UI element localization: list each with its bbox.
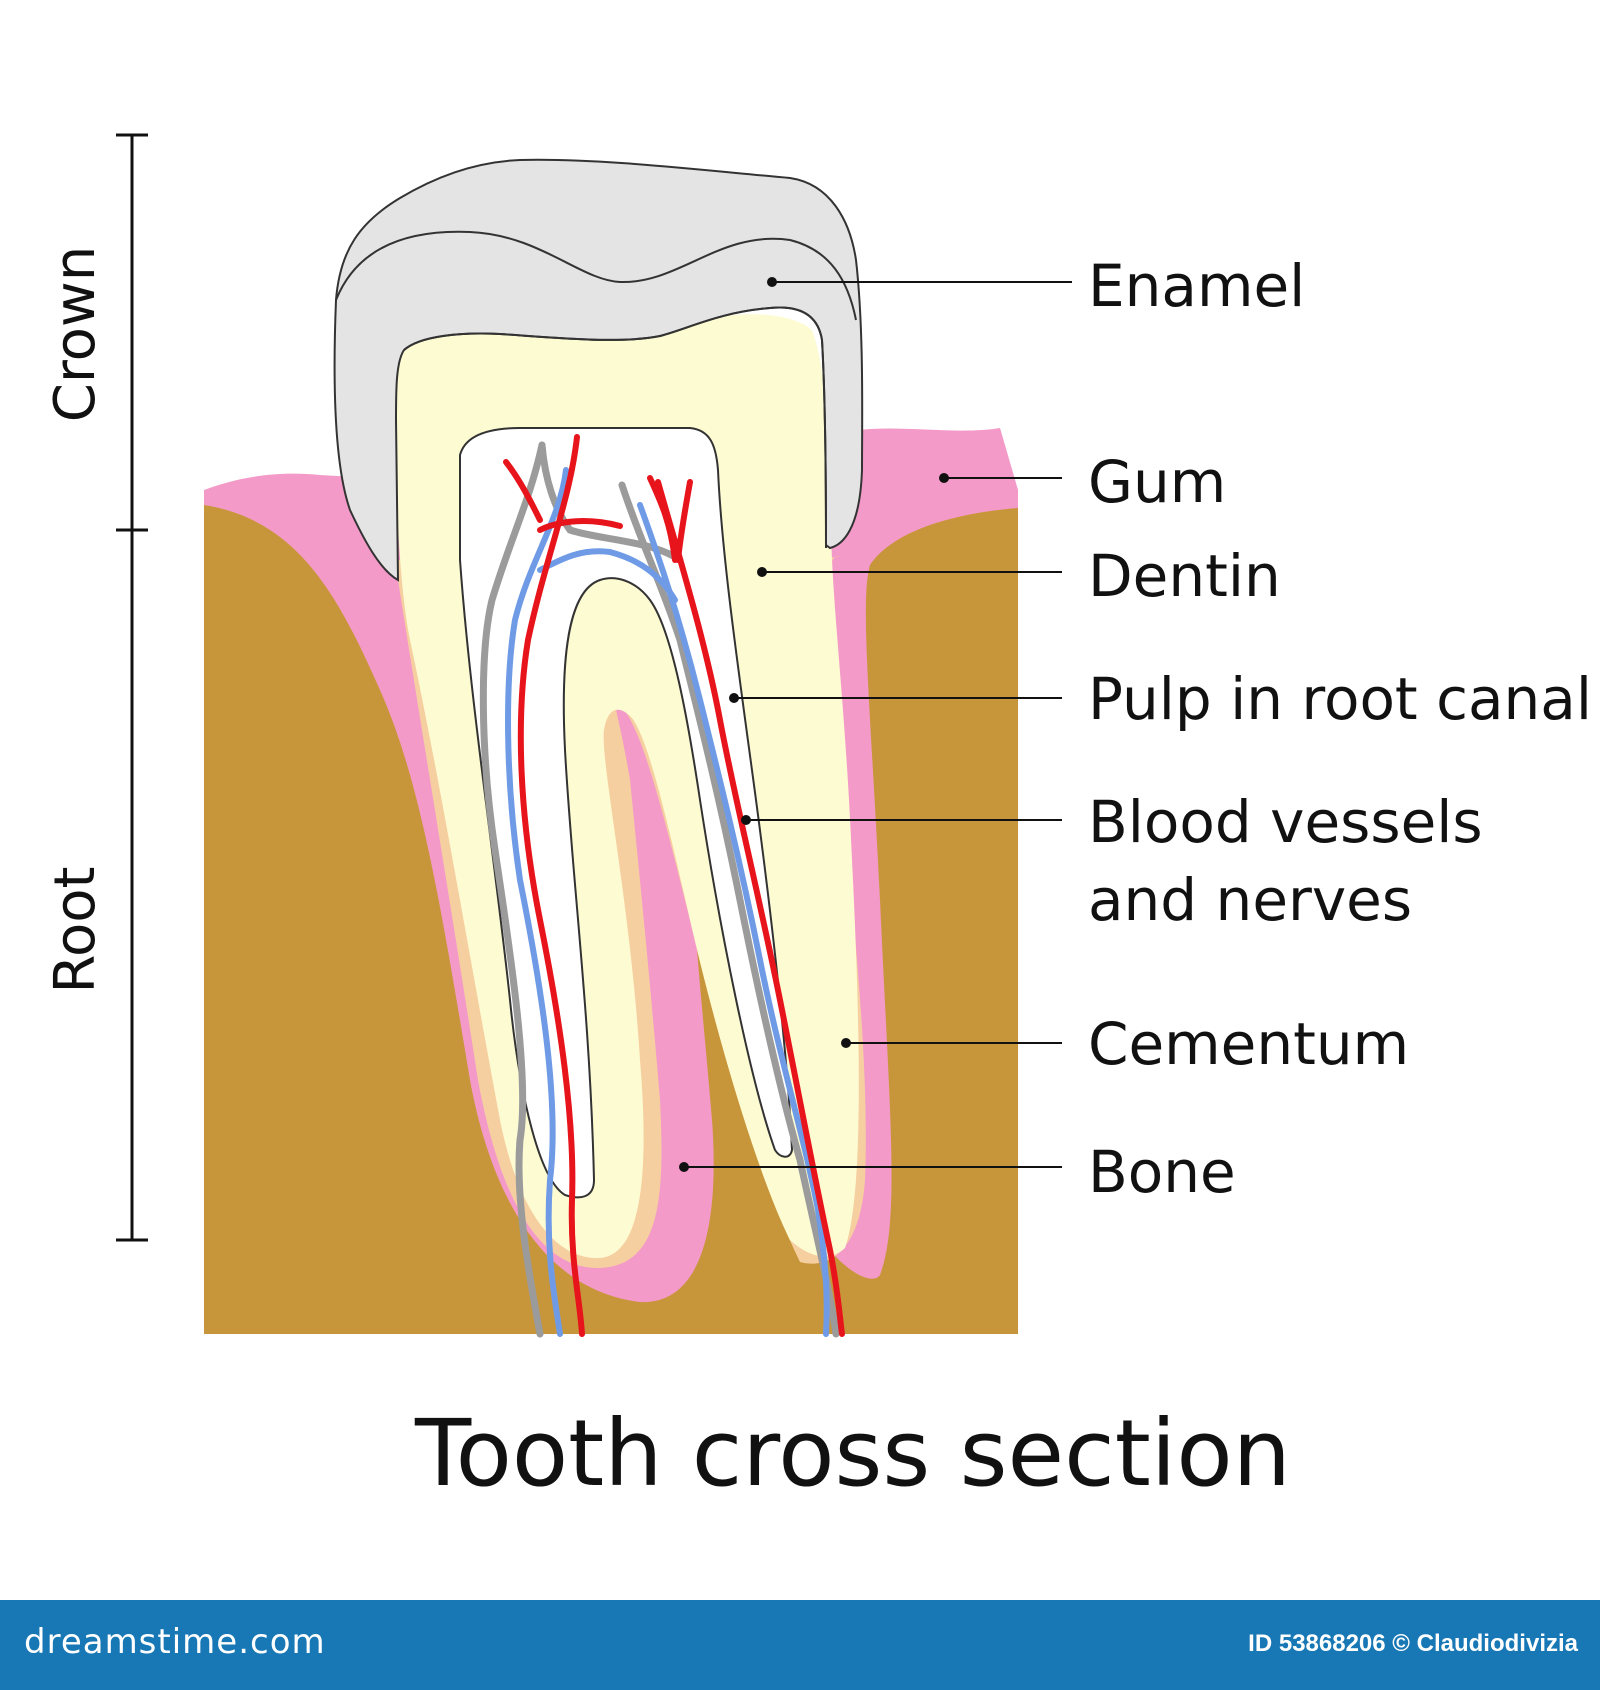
label-enamel: Enamel	[1088, 252, 1305, 320]
diagram-title: Tooth cross section	[414, 1400, 1291, 1507]
root-label: Root	[43, 867, 108, 994]
crown-label: Crown	[43, 246, 108, 422]
crown-root-bracket	[116, 133, 148, 1242]
enamel-surface-outline	[335, 230, 857, 321]
label-vessels-line1: Blood vessels	[1088, 788, 1483, 856]
footer-credit: ID 53868206 © Claudiodivizia	[1248, 1630, 1578, 1657]
gum-pointer-dot	[939, 473, 949, 483]
label-vessels-line2: and nerves	[1088, 866, 1412, 934]
bone-pointer-dot	[679, 1162, 689, 1172]
dentin-outline	[403, 306, 827, 549]
footer-brand[interactable]: dreamstime.com	[24, 1622, 326, 1662]
pulp-pointer-dot	[729, 693, 739, 703]
label-bone: Bone	[1088, 1138, 1236, 1206]
vessels-pointer-dot	[741, 815, 751, 825]
nerve-lines	[479, 441, 840, 1338]
artery-lines	[503, 434, 845, 1337]
label-pulp: Pulp in root canal	[1088, 665, 1592, 733]
label-gum: Gum	[1088, 448, 1226, 516]
cementum-pointer-dot	[841, 1038, 851, 1048]
enamel-pointer-dot	[767, 277, 777, 287]
label-cementum: Cementum	[1088, 1010, 1409, 1078]
dentin-pointer-dot	[757, 567, 767, 577]
label-dentin: Dentin	[1088, 542, 1281, 610]
footer-bar: dreamstime.com ID 53868206 © Claudiodivi…	[0, 1600, 1600, 1690]
vein-lines	[505, 467, 830, 1337]
leader-lines	[679, 277, 1072, 1172]
